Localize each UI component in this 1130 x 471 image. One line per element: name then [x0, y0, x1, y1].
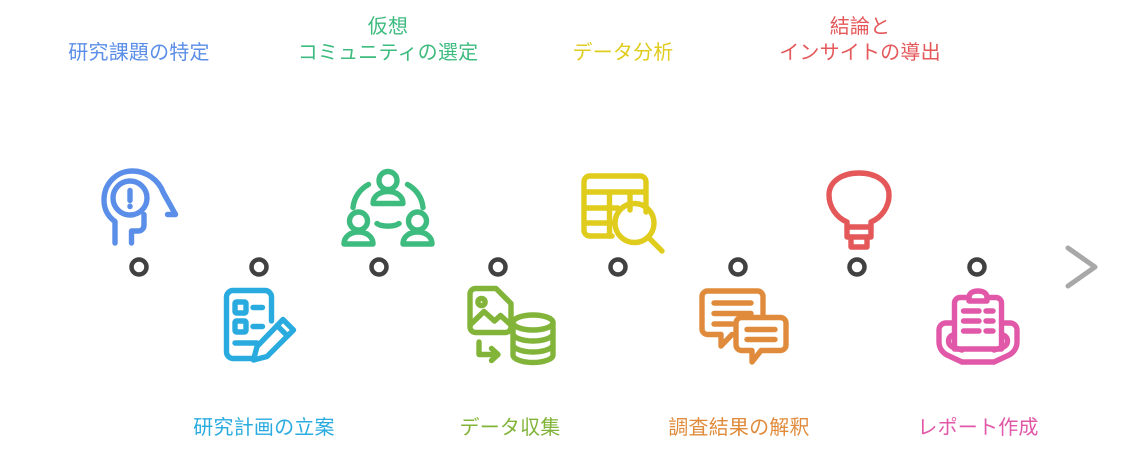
step-label-4: データ収集 [459, 417, 561, 439]
image-to-database-icon [467, 285, 557, 370]
step-label-8: レポート作成 [917, 417, 1039, 439]
head-with-exclamation-icon [97, 163, 187, 253]
step-label-1: 研究課題の特定 [68, 42, 210, 64]
timeline-node [129, 257, 149, 277]
table-magnifier-icon [578, 168, 666, 256]
step-label-2: 研究計画の立案 [193, 417, 335, 439]
timeline-node [249, 257, 269, 277]
step-label-5: データ分析 [572, 42, 674, 64]
step-label-7: 結論と インサイトの導出 [779, 16, 941, 64]
speech-bubbles-icon [699, 288, 789, 370]
timeline-node [369, 257, 389, 277]
step-label-6: 調査結果の解釈 [668, 417, 810, 439]
community-people-icon [341, 167, 435, 255]
timeline-arrowhead [1065, 245, 1098, 289]
timeline-node [967, 257, 987, 277]
timeline-node [488, 257, 508, 277]
step-label-3: 仮想 コミュニティの選定 [297, 16, 479, 64]
timeline-node [728, 257, 748, 277]
timeline-node [847, 257, 867, 277]
hands-holding-report-icon [935, 288, 1021, 370]
timeline-node [608, 257, 628, 277]
lightbulb-icon [824, 170, 894, 254]
checklist-pencil-icon [217, 283, 311, 373]
